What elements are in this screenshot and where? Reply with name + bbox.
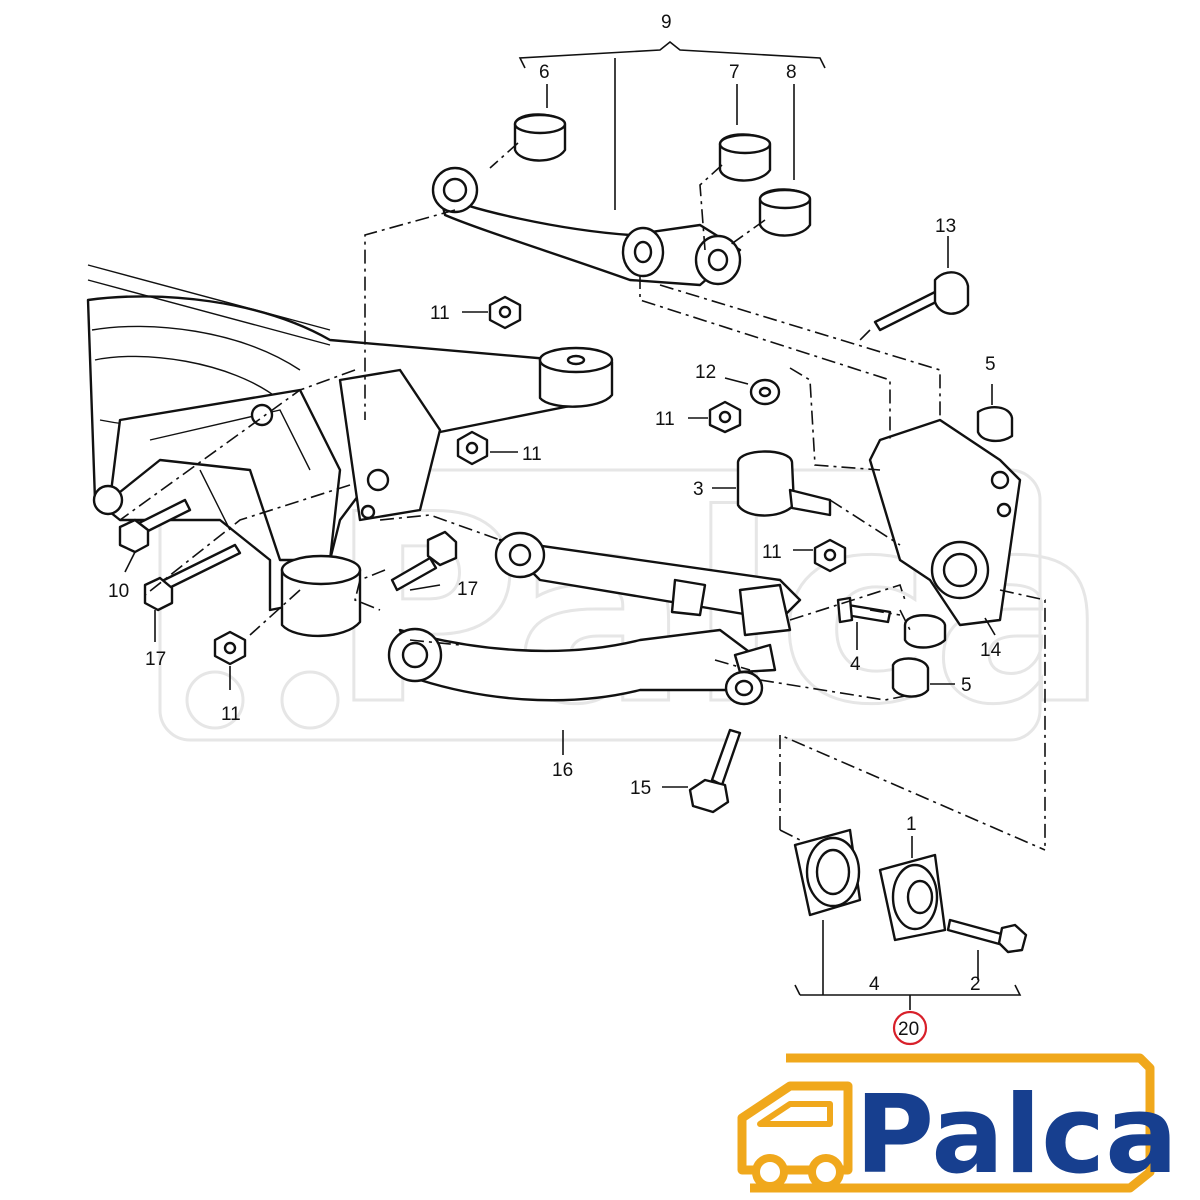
callout-11-c: 11 — [522, 444, 542, 465]
callout-labels: 9 6 7 8 13 11 12 11 5 11 3 11 10 17 17 1… — [108, 12, 1002, 1046]
callout-17-a: 17 — [145, 649, 166, 670]
callout-16: 16 — [552, 760, 573, 781]
callout-4-b: 4 — [869, 974, 880, 995]
car-wheel-icon — [808, 1154, 844, 1190]
callout-17-b: 17 — [457, 579, 478, 600]
callout-7: 7 — [729, 62, 740, 83]
callout-12: 12 — [695, 362, 716, 383]
callout-13: 13 — [935, 216, 956, 237]
callout-10: 10 — [108, 581, 129, 602]
callout-6: 6 — [539, 62, 550, 83]
callout-4-a: 4 — [850, 654, 861, 675]
assembly-lines — [119, 142, 1046, 851]
highlight-circle — [892, 1010, 928, 1046]
palca-logo: Palca — [737, 1053, 1178, 1198]
car-wheel-icon — [752, 1154, 788, 1190]
callout-5-b: 5 — [961, 675, 972, 696]
logo-text: Palca — [855, 1073, 1178, 1198]
callout-20: 20 — [898, 1019, 919, 1040]
callout-11-b: 11 — [655, 409, 675, 430]
callout-11-d: 11 — [762, 542, 782, 563]
lower-control-arm — [387, 627, 777, 706]
wheel-knuckle — [868, 406, 1022, 698]
callout-2: 2 — [970, 974, 981, 995]
wheel-bearing-hub — [793, 828, 947, 942]
leader-lines — [124, 40, 1022, 1010]
upper-control-arm — [431, 113, 812, 287]
callout-1: 1 — [906, 814, 917, 835]
callout-9: 9 — [661, 12, 672, 33]
logo-frame — [750, 1053, 1155, 1193]
callout-5-a: 5 — [985, 354, 996, 375]
callout-11-a: 11 — [430, 303, 450, 324]
fasteners — [118, 271, 1028, 954]
callout-3: 3 — [693, 479, 704, 500]
subframe — [86, 264, 614, 638]
trailing-link — [494, 531, 802, 637]
callout-15: 15 — [630, 778, 651, 799]
ball-joint — [736, 450, 832, 517]
callout-8: 8 — [786, 62, 797, 83]
callout-14: 14 — [980, 640, 1002, 661]
callout-11-e: 11 — [221, 704, 241, 725]
